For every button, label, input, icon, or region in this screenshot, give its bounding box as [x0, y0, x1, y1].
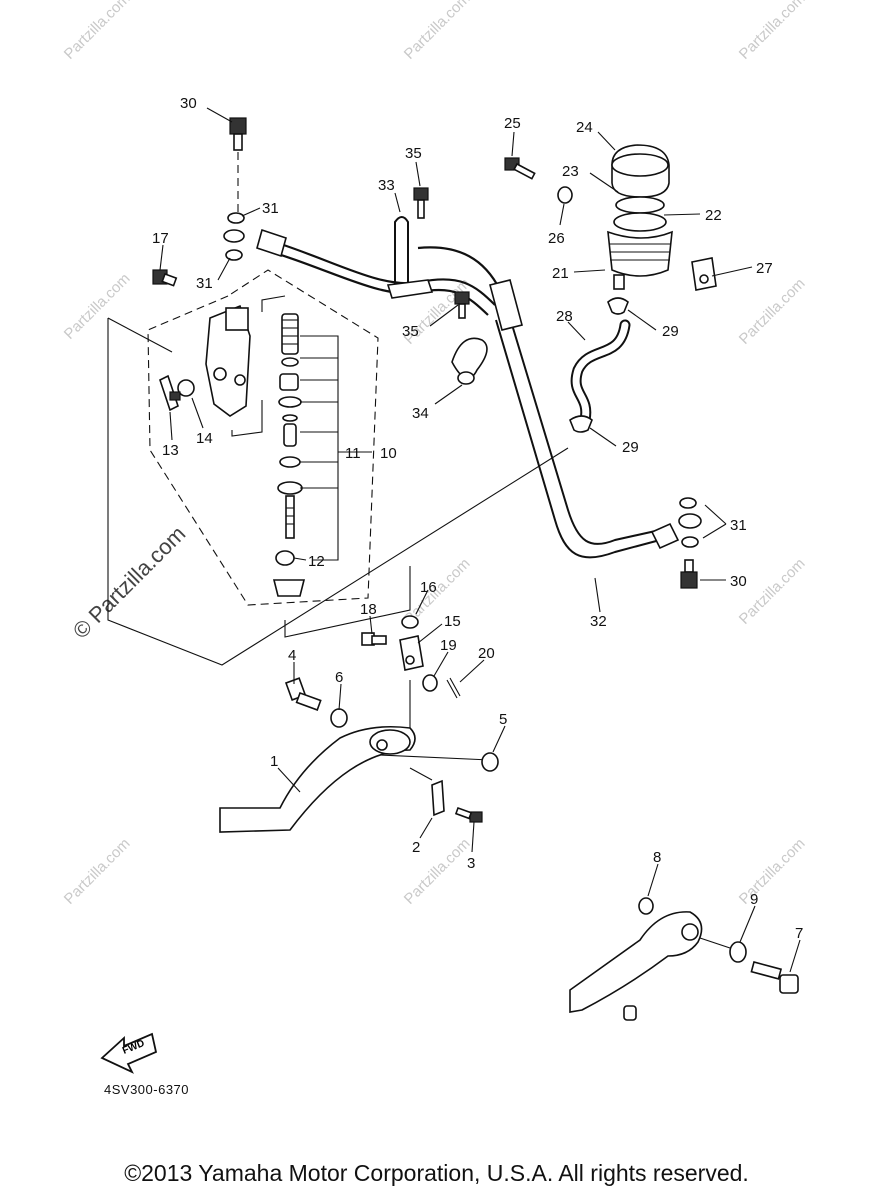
bracket-2	[409, 767, 445, 817]
callout-8: 8	[653, 849, 661, 866]
watermark: Partzilla.com	[736, 835, 809, 908]
callout-12: 12	[308, 553, 325, 570]
callout-18: 18	[360, 601, 377, 618]
callout-7: 7	[795, 925, 803, 942]
callout-21: 21	[552, 265, 569, 282]
fwd-arrow: FWD	[100, 1032, 158, 1074]
bolt-17	[152, 269, 178, 287]
washer-6	[330, 708, 348, 728]
callout-4: 4	[288, 647, 296, 664]
watermark: Partzilla.com	[61, 0, 134, 63]
callout-11: 11	[345, 445, 361, 462]
pushrod-13-14	[159, 374, 195, 412]
diagram-code: 4SV300-6370	[104, 1082, 190, 1097]
bolt-30-top	[229, 117, 247, 212]
reservoir-assembly	[607, 144, 717, 291]
callout-23: 23	[562, 163, 579, 180]
callout-28: 28	[556, 308, 573, 325]
bolt-3	[454, 806, 483, 823]
callout-35: 35	[402, 323, 419, 340]
bolt-35-top	[413, 187, 429, 219]
watermark: Partzilla.com	[61, 270, 134, 343]
callout-19: 19	[440, 637, 457, 654]
copyright-notice: ©2013 Yamaha Motor Corporation, U.S.A. A…	[124, 1160, 749, 1186]
washer-31-top	[223, 212, 245, 261]
master-cylinder-body	[205, 295, 286, 437]
callout-14: 14	[196, 430, 213, 447]
watermark: Partzilla.com	[736, 555, 809, 628]
washer-26	[557, 186, 573, 204]
watermark-main: © Partzilla.com	[68, 521, 191, 644]
clevis-parts	[361, 615, 461, 699]
hose-guide-33	[386, 216, 434, 299]
washer-5	[481, 752, 499, 772]
assembly-boundary	[107, 269, 569, 666]
callout-30: 30	[730, 573, 747, 590]
callout-33: 33	[378, 177, 395, 194]
callout-26: 26	[548, 230, 565, 247]
callout-25: 25	[504, 115, 521, 132]
shift-pedal-assembly	[569, 897, 799, 1021]
bolt-35-lower	[454, 291, 470, 319]
watermark: Partzilla.com	[736, 0, 809, 63]
leader-lines	[159, 107, 801, 973]
piston-kit-stack	[272, 313, 372, 597]
brake-pedal-1	[219, 680, 491, 833]
watermark: Partzilla.com	[736, 275, 809, 348]
callout-31: 31	[196, 275, 213, 292]
callout-6: 6	[335, 669, 343, 686]
watermark: Partzilla.com	[401, 0, 474, 63]
callout-31: 31	[262, 200, 279, 217]
callout-5: 5	[499, 711, 507, 728]
callout-29: 29	[622, 439, 639, 456]
callout-27: 27	[756, 260, 773, 277]
callout-24: 24	[576, 119, 593, 136]
callout-22: 22	[705, 207, 722, 224]
bolt-25	[504, 157, 536, 180]
callout-34: 34	[412, 405, 429, 422]
callout-2: 2	[412, 839, 420, 856]
callout-1: 1	[270, 753, 278, 770]
clamp-34	[451, 337, 488, 385]
callout-20: 20	[478, 645, 495, 662]
callout-9: 9	[750, 891, 758, 908]
callout-29: 29	[662, 323, 679, 340]
callout-17: 17	[152, 230, 169, 247]
hose-28	[569, 297, 631, 433]
callout-15: 15	[444, 613, 461, 630]
callout-13: 13	[162, 442, 179, 459]
callout-31: 31	[730, 517, 747, 534]
callout-10: 10	[380, 445, 397, 462]
pivot-bolt-4	[284, 677, 322, 711]
callout-30: 30	[180, 95, 197, 112]
watermark: Partzilla.com	[61, 835, 134, 908]
banjo-lower-right	[678, 497, 702, 589]
callouts: 30 31 31 17 33 35 35 34 25 24 23 22 26 2…	[152, 95, 803, 942]
callout-32: 32	[590, 613, 607, 630]
callout-35: 35	[405, 145, 422, 162]
callout-16: 16	[420, 579, 437, 596]
callout-3: 3	[467, 855, 475, 872]
